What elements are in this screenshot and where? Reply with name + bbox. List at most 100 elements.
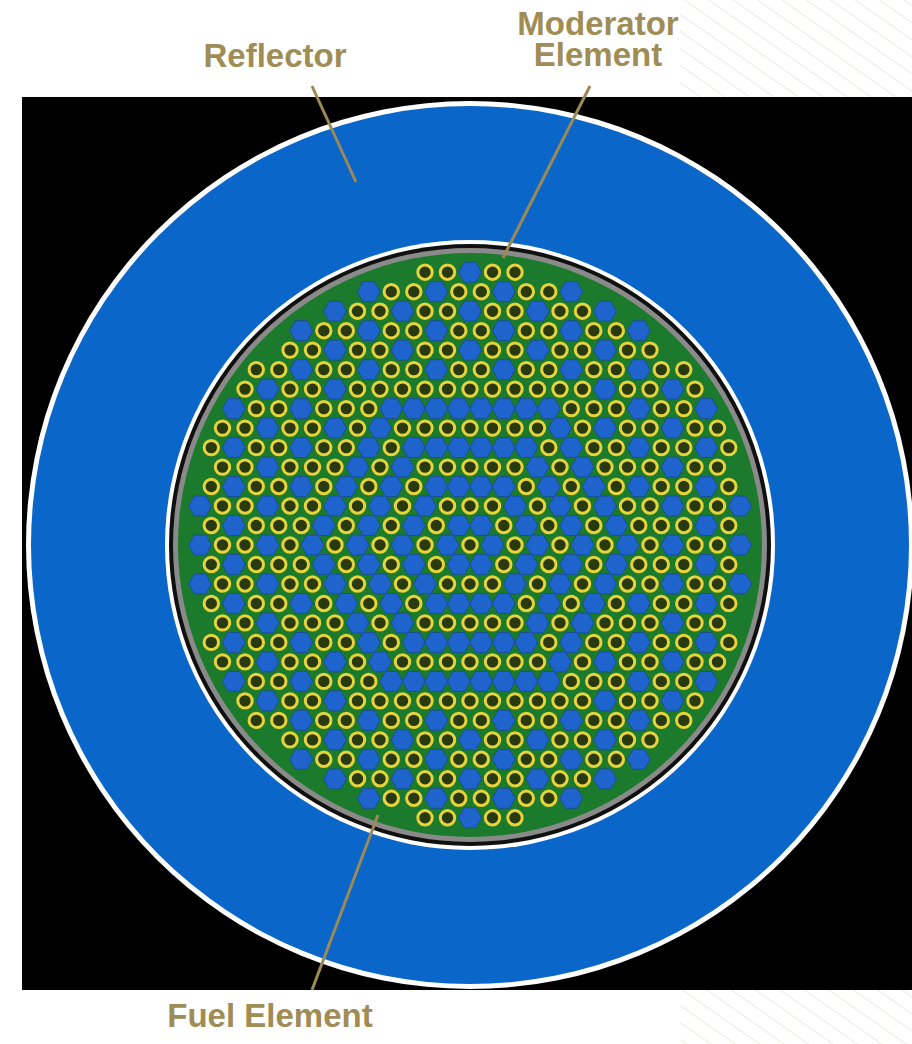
moderator-element xyxy=(357,360,380,380)
moderator-element xyxy=(695,671,718,691)
fuel-element xyxy=(710,499,724,513)
fuel-element xyxy=(373,304,387,318)
moderator-element xyxy=(504,496,527,516)
moderator-element xyxy=(402,671,425,691)
fuel-element xyxy=(249,635,263,649)
callout-label: Fuel Element xyxy=(140,1000,400,1031)
fuel-element xyxy=(238,538,252,552)
fuel-element xyxy=(418,616,432,630)
fuel-element xyxy=(474,752,488,766)
moderator-element xyxy=(369,418,392,438)
fuel-element xyxy=(609,713,623,727)
fuel-element xyxy=(384,285,398,299)
moderator-element xyxy=(594,730,617,750)
fuel-element xyxy=(317,324,331,338)
fuel-element xyxy=(620,421,634,435)
moderator-element xyxy=(605,516,628,536)
moderator-element xyxy=(425,671,448,691)
fuel-element xyxy=(677,557,691,571)
moderator-element xyxy=(436,535,459,555)
fuel-element xyxy=(440,304,454,318)
fuel-element xyxy=(440,772,454,786)
fuel-element xyxy=(350,733,364,747)
fuel-element xyxy=(305,733,319,747)
moderator-element xyxy=(222,555,245,575)
fuel-element xyxy=(620,382,634,396)
fuel-element xyxy=(238,577,252,591)
moderator-element xyxy=(594,379,617,399)
fuel-element xyxy=(598,538,612,552)
fuel-element xyxy=(485,460,499,474)
moderator-element xyxy=(222,633,245,653)
moderator-element xyxy=(526,730,549,750)
moderator-element xyxy=(324,652,347,672)
fuel-element xyxy=(508,421,522,435)
core-barrel-gap xyxy=(165,240,775,850)
fuel-element xyxy=(587,324,601,338)
fuel-element xyxy=(609,324,623,338)
fuel-element xyxy=(564,479,578,493)
fuel-element xyxy=(328,616,342,630)
fuel-element xyxy=(272,557,286,571)
moderator-element xyxy=(537,477,560,497)
moderator-element xyxy=(560,788,583,808)
moderator-element xyxy=(324,574,347,594)
moderator-element xyxy=(492,671,515,691)
fuel-element xyxy=(418,304,432,318)
moderator-element xyxy=(357,282,380,302)
moderator-element xyxy=(414,574,437,594)
moderator-element xyxy=(560,360,583,380)
moderator-element xyxy=(661,691,684,711)
moderator-element xyxy=(492,321,515,341)
moderator-element xyxy=(222,399,245,419)
fuel-element xyxy=(575,772,589,786)
fuel-element xyxy=(249,479,263,493)
fuel-element xyxy=(350,343,364,357)
moderator-element xyxy=(425,749,448,769)
moderator-element xyxy=(290,594,313,614)
fuel-element xyxy=(339,752,353,766)
moderator-element xyxy=(189,574,212,594)
fuel-element xyxy=(317,362,331,376)
fuel-element xyxy=(373,538,387,552)
fuel-element xyxy=(542,518,556,532)
fuel-element xyxy=(654,713,668,727)
fuel-element xyxy=(339,713,353,727)
fuel-element xyxy=(305,343,319,357)
fuel-element xyxy=(463,499,477,513)
fuel-element xyxy=(317,674,331,688)
moderator-element xyxy=(492,633,515,653)
fuel-element xyxy=(542,752,556,766)
fuel-element xyxy=(609,401,623,415)
moderator-element xyxy=(661,652,684,672)
fuel-element xyxy=(575,343,589,357)
fuel-element xyxy=(609,752,623,766)
moderator-element xyxy=(391,730,414,750)
fuel-element xyxy=(407,324,421,338)
fuel-element xyxy=(440,343,454,357)
moderator-element xyxy=(661,457,684,477)
moderator-element xyxy=(447,399,470,419)
moderator-element xyxy=(661,535,684,555)
fuel-element xyxy=(553,733,567,747)
fuel-element xyxy=(564,674,578,688)
fuel-element xyxy=(238,499,252,513)
fuel-element xyxy=(519,596,533,610)
fuel-element xyxy=(305,616,319,630)
moderator-element xyxy=(256,535,279,555)
fuel-element xyxy=(339,401,353,415)
moderator-element xyxy=(594,301,617,321)
moderator-element xyxy=(459,769,482,789)
fuel-element xyxy=(587,557,601,571)
fuel-element xyxy=(722,557,736,571)
fuel-element xyxy=(204,518,218,532)
fuel-element xyxy=(418,655,432,669)
fuel-element xyxy=(643,616,657,630)
fuel-element xyxy=(688,694,702,708)
moderator-element xyxy=(447,671,470,691)
fuel-element xyxy=(575,382,589,396)
fuel-element xyxy=(654,596,668,610)
fuel-element xyxy=(317,479,331,493)
fuel-element xyxy=(530,655,544,669)
moderator-element xyxy=(470,633,493,653)
